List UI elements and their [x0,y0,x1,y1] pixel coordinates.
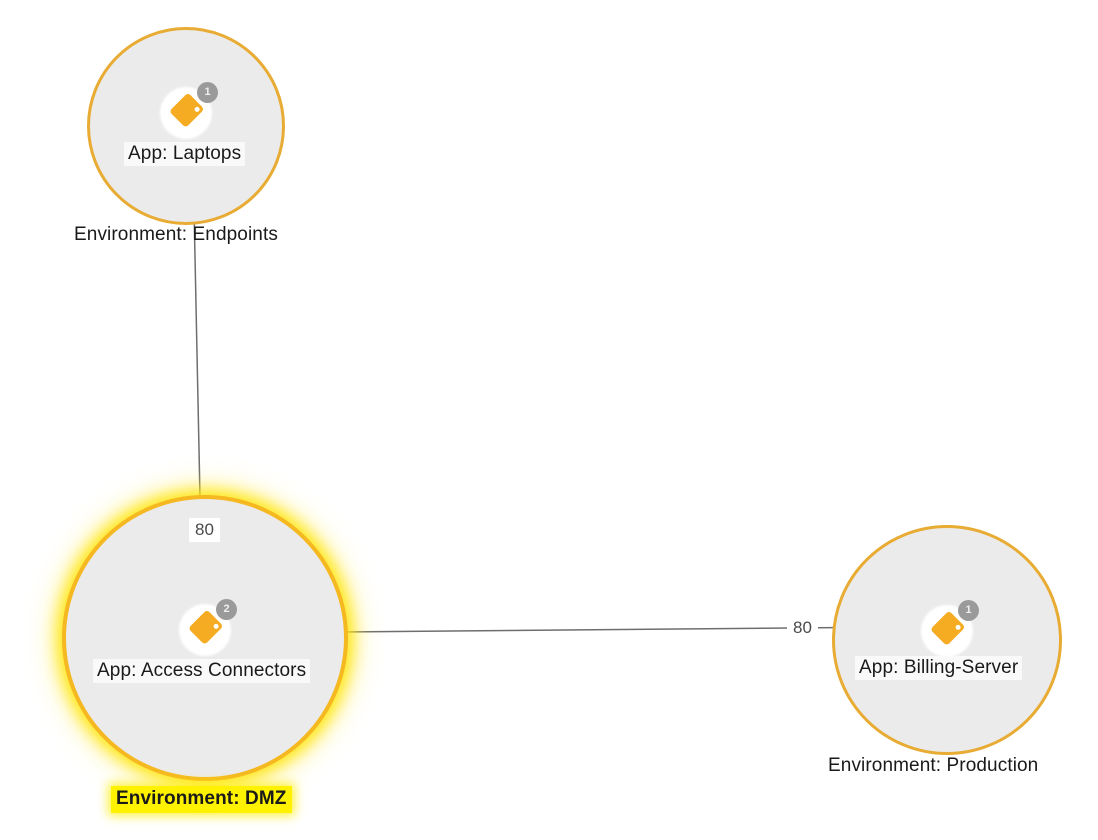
app-node-label-access-connectors: App: Access Connectors [93,659,311,683]
tag-icon [931,612,964,645]
tag-icon [189,611,222,644]
environment-label-production: Environment: Production [828,755,1039,776]
environment-label-dmz: Environment: DMZ [111,786,292,813]
app-node-access-connectors[interactable]: 2 [177,599,237,658]
app-node-label-laptops: App: Laptops [124,142,246,166]
node-badge-count: 2 [216,599,237,620]
environment-label-endpoints: Environment: Endpoints [74,224,278,245]
app-node-label-billing-server: App: Billing-Server [855,656,1023,680]
edge-port-label-access-connectors-to-billing-server: 80 [787,616,818,640]
app-node-billing-server[interactable]: 1 [919,600,979,659]
node-badge-count: 1 [958,600,979,621]
app-node-laptops[interactable]: 1 [158,82,218,141]
node-badge-count: 1 [197,82,218,103]
edge-port-label-laptops-to-access-connectors: 80 [189,518,220,542]
tag-icon [170,94,203,127]
